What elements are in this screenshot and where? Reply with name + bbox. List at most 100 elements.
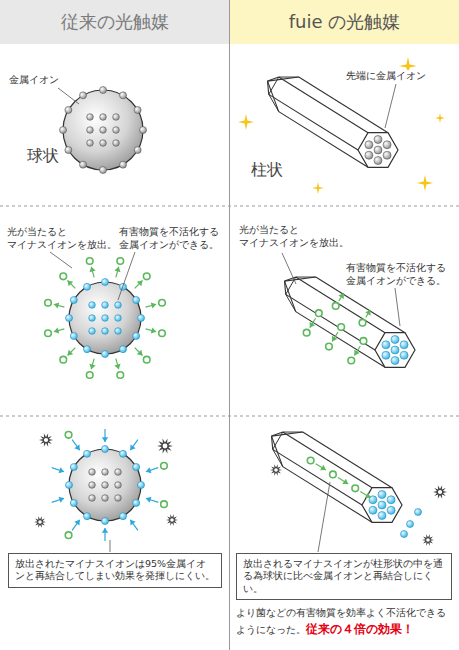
metal-ion	[87, 140, 94, 147]
sparkle	[312, 182, 324, 194]
metal-ion-active	[89, 315, 96, 322]
arrow-head	[130, 444, 135, 450]
pathogen-burst	[39, 433, 53, 446]
prism-edge	[303, 432, 392, 488]
arrow-head	[151, 302, 156, 308]
metal-ion-active	[400, 341, 408, 349]
particle-arrow	[339, 293, 344, 301]
arrow-head	[130, 520, 135, 526]
pathogen-burst	[270, 464, 282, 475]
metal-ion	[383, 151, 391, 159]
prism-edge	[283, 467, 372, 523]
negative-ion	[60, 356, 67, 363]
prism-edge	[273, 449, 283, 466]
sphere-catalyst	[69, 282, 141, 354]
prism-edge	[268, 81, 269, 94]
metal-ion	[87, 127, 94, 134]
prism-edge	[285, 281, 296, 312]
metal-ion	[134, 147, 141, 154]
arrow-head	[59, 497, 65, 503]
pathogen-core	[170, 518, 174, 522]
metal-ion	[115, 482, 122, 489]
metal-ion-active	[133, 500, 140, 507]
note-text: 放出されたマイナスイオンは95%金属イオンと再結合してしまい効果を発揮しにくい。	[15, 558, 215, 581]
header-text: fuie の光触媒	[289, 10, 401, 34]
callout-label: 光が当たると マイナスイオンを放出。	[238, 224, 354, 249]
prism-end	[375, 333, 415, 368]
particle-arrow	[72, 520, 80, 531]
negative-ion	[161, 463, 168, 470]
prism-edge	[285, 277, 316, 281]
metal-ion	[60, 127, 67, 134]
row-divider	[0, 206, 459, 207]
negative-ion	[65, 532, 72, 539]
metal-ion-active	[120, 346, 127, 353]
arrow-head	[102, 437, 108, 442]
leader-line	[110, 540, 111, 552]
metal-ion-active	[133, 464, 140, 471]
metal-ion-active	[378, 501, 386, 509]
particle-arrow	[68, 281, 76, 289]
metal-ion-active	[378, 491, 386, 499]
metal-ion-active	[400, 351, 408, 359]
prism-end	[358, 133, 398, 168]
metal-ion-active	[66, 315, 73, 322]
arrow-head	[89, 364, 95, 369]
particle-arrow	[332, 332, 338, 341]
metal-ion	[115, 469, 122, 476]
negative-ion	[159, 330, 166, 337]
arrow-head	[137, 350, 143, 356]
leader-line	[282, 253, 296, 284]
metal-ion	[89, 469, 96, 476]
negative-ion	[86, 258, 93, 265]
arrow-head	[342, 479, 348, 484]
negative-ion	[338, 324, 345, 331]
arrow-head	[146, 497, 152, 503]
metal-ion-active	[70, 464, 77, 471]
prism-end	[362, 488, 402, 523]
metal-ion	[100, 167, 107, 174]
metal-ion-active	[415, 509, 422, 516]
metal-ion-active	[102, 518, 109, 525]
sparkle	[417, 175, 433, 191]
prism-edge	[299, 77, 388, 133]
prism-edge	[286, 294, 375, 350]
metal-ion	[365, 141, 373, 149]
leader-line	[318, 482, 330, 552]
metal-ion	[113, 127, 120, 134]
metal-ion-active	[66, 482, 73, 489]
metal-ion	[100, 127, 107, 134]
negative-ion	[332, 303, 339, 310]
pathogen-core	[44, 438, 48, 442]
callout-label: 金属イオン	[8, 74, 60, 87]
pathogen-burst	[166, 514, 178, 525]
metal-ion-active	[387, 496, 395, 504]
metal-ion	[89, 482, 96, 489]
metal-ion-active	[70, 297, 77, 304]
negative-ion	[65, 432, 72, 439]
emphasis-text: 従来の４倍の効果！	[306, 622, 414, 636]
arrow-head	[54, 302, 59, 308]
metal-ion-active	[89, 328, 96, 335]
metal-ion-active	[102, 328, 109, 335]
metal-ion	[100, 140, 107, 147]
metal-ion-active	[84, 283, 91, 290]
metal-ion-active	[120, 513, 127, 520]
metal-ion	[89, 495, 96, 502]
note-box: 放出されるマイナスイオンが柱形状の中を通る為球状に比べ金属イオンと再結合しにくい…	[236, 553, 452, 600]
shape-label: 球状	[26, 146, 60, 166]
prism-edge	[296, 312, 385, 368]
prism-body	[268, 77, 399, 167]
arrow-head	[354, 350, 359, 356]
metal-ion	[374, 157, 382, 165]
metal-ion	[102, 469, 109, 476]
metal-ion	[115, 495, 122, 502]
callout-label: 有害物質を不活化する 金属イオンができる。	[118, 226, 228, 251]
metal-ion	[113, 114, 120, 121]
metal-ion-active	[391, 357, 399, 365]
leader-line	[118, 252, 135, 300]
metal-ion	[100, 87, 107, 94]
arrow-head	[68, 281, 74, 287]
conclusion: より菌などの有害物質を効率よく不活化できるようになった。従来の４倍の効果！	[236, 606, 454, 638]
metal-ion	[80, 92, 87, 99]
